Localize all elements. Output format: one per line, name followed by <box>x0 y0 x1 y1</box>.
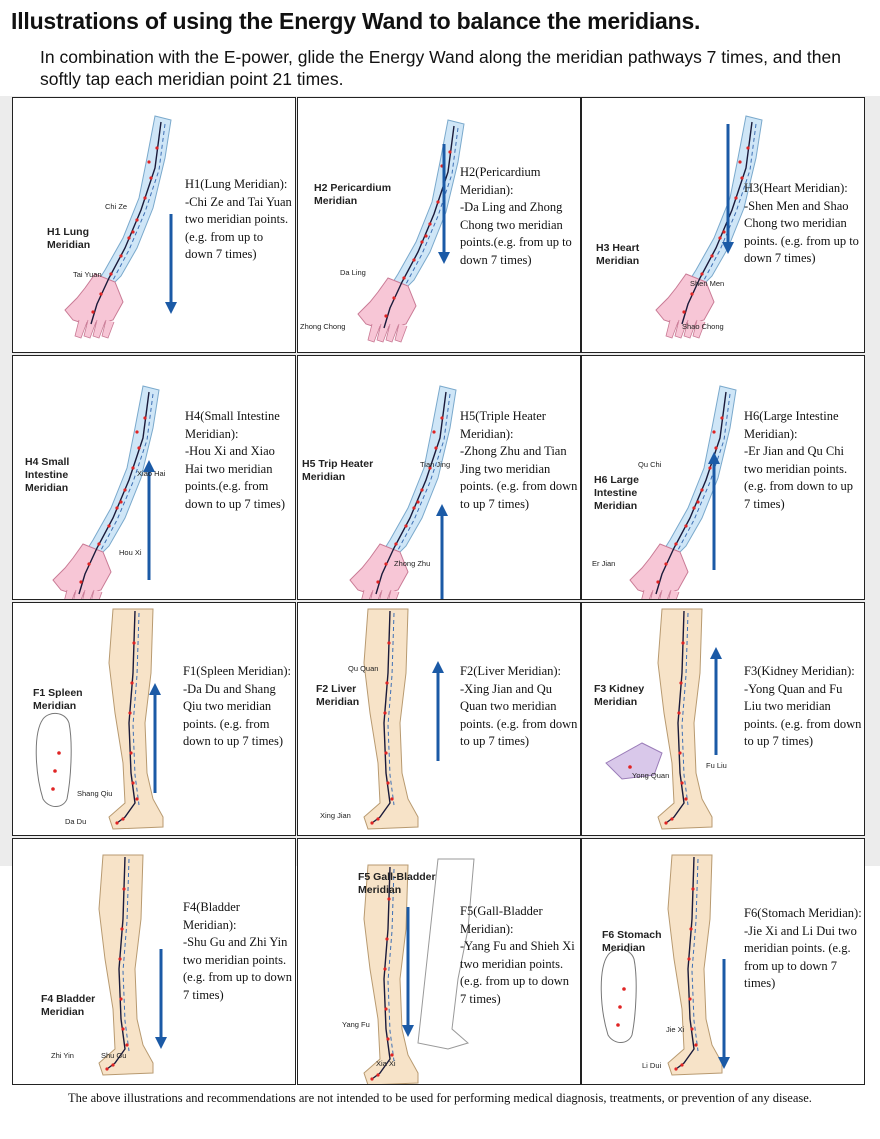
meridian-description: H3(Heart Meridian): -Shen Men and Shao C… <box>744 181 859 265</box>
meridian-point-label: Qu Quan <box>348 664 379 673</box>
meridian-illustration <box>629 385 737 599</box>
meridian-point-label: Da Du <box>65 817 87 826</box>
meridian-panel-6: H6 Large Intestine Meridian Qu Chi Er Jian… <box>581 355 865 600</box>
meridian-point-label: Xia Xi <box>376 1059 396 1068</box>
meridian-point-label: Yang Fu <box>342 1020 370 1029</box>
meridian-label: H2 Pericardium Meridian <box>314 182 392 207</box>
meridian-point-label: Shao Chong <box>682 322 724 331</box>
meridian-description: F6(Stomach Meridian): -Jie Xi and Li Dui… <box>744 906 862 990</box>
meridian-illustration <box>600 854 730 1076</box>
meridian-point-label: Qu Chi <box>638 460 662 469</box>
meridian-point-label: Tai Yuan <box>73 270 102 279</box>
meridian-description: H5(Triple Heater Meridian): -Zhong Zhu a… <box>460 409 578 511</box>
meridian-description: F4(Bladder Meridian): -Shu Gu and Zhi Yi… <box>183 900 293 1002</box>
meridian-point-label: Jie Xi <box>666 1025 685 1034</box>
disclaimer: The above illustrations and recommendati… <box>68 1091 812 1105</box>
meridian-illustration <box>655 115 763 339</box>
meridian-point-label: Shen Men <box>690 279 725 288</box>
meridian-description: F5(Gall-Bladder Meridian): -Yang Fu and … <box>460 904 575 1006</box>
meridian-description: H1(Lung Meridian): -Chi Ze and Tai Yuan … <box>185 177 292 261</box>
meridian-label: H5 Trip Heater Meridian <box>302 458 374 483</box>
meridian-label: H3 Heart Meridian <box>596 242 640 267</box>
page-title: Illustrations of using the Energy Wand t… <box>11 8 701 34</box>
meridian-label: F6 Stomach Meridian <box>602 929 662 954</box>
meridian-illustration <box>605 608 722 830</box>
meridian-point-label: Xing Jian <box>320 811 351 820</box>
meridian-illustration <box>363 608 444 830</box>
meridian-point-label: Shang Qiu <box>77 789 113 798</box>
meridian-point-label: Xiao Hai <box>137 469 166 478</box>
meridian-description: F3(Kidney Meridian): -Yong Quan and Fu L… <box>744 664 862 748</box>
meridian-panel-1: H1 Lung Meridian Chi Ze Tai Yuan H1(Lung Me… <box>12 97 296 353</box>
meridian-label: F3 Kidney Meridian <box>594 683 645 708</box>
meridian-point-label: Zhong Chong <box>300 322 346 331</box>
meridian-point-label: Yong Quan <box>632 771 670 780</box>
meridian-point-label: Hou Xi <box>119 548 142 557</box>
meridian-illustration <box>64 115 177 339</box>
meridian-point-label: Tian Jing <box>420 460 451 469</box>
meridian-description: F1(Spleen Meridian): -Da Du and Shang Qi… <box>183 664 291 748</box>
meridian-description: H4(Small Intestine Meridian): -Hou Xi an… <box>185 409 285 511</box>
meridian-label: F1 Spleen Meridian <box>33 687 83 712</box>
meridian-point-label: Chi Ze <box>105 202 128 211</box>
meridian-point-label: Li Dui <box>642 1061 662 1070</box>
meridian-point-label: Zhong Zhu <box>394 559 431 568</box>
meridian-label: F5 Gall-Bladder Meridian <box>358 871 436 896</box>
meridian-label: H1 Lung Meridian <box>47 226 91 251</box>
meridian-illustration <box>357 119 465 343</box>
meridian-description: F2(Liver Meridian): -Xing Jian and Qu Qu… <box>460 664 578 748</box>
meridian-point-label: Zhi Yin <box>51 1051 74 1060</box>
meridian-label: F2 Liver Meridian <box>316 683 360 708</box>
meridian-illustration <box>363 858 475 1084</box>
meridian-label: H4 Small Intestine Meridian <box>25 456 70 494</box>
meridian-description: H6(Large Intestine Meridian): -Er Jian a… <box>744 409 854 511</box>
meridian-point-label: Fu Liu <box>706 761 727 770</box>
meridian-point-label: Shu Gu <box>101 1051 127 1060</box>
meridian-illustration <box>349 385 457 599</box>
meridian-point-label: Da Ling <box>340 268 366 277</box>
meridian-illustration <box>52 385 160 599</box>
meridian-label: F4 Bladder Meridian <box>41 993 96 1018</box>
page-subtitle: In combination with the E-power, glide t… <box>40 47 841 89</box>
meridian-description: H2(Pericardium Meridian): -Da Ling and Z… <box>460 165 572 267</box>
meridian-illustration <box>35 608 164 830</box>
meridian-label: H6 Large Intestine Meridian <box>594 474 639 512</box>
meridian-illustration <box>98 854 167 1076</box>
meridian-point-label: Er Jian <box>592 559 616 568</box>
